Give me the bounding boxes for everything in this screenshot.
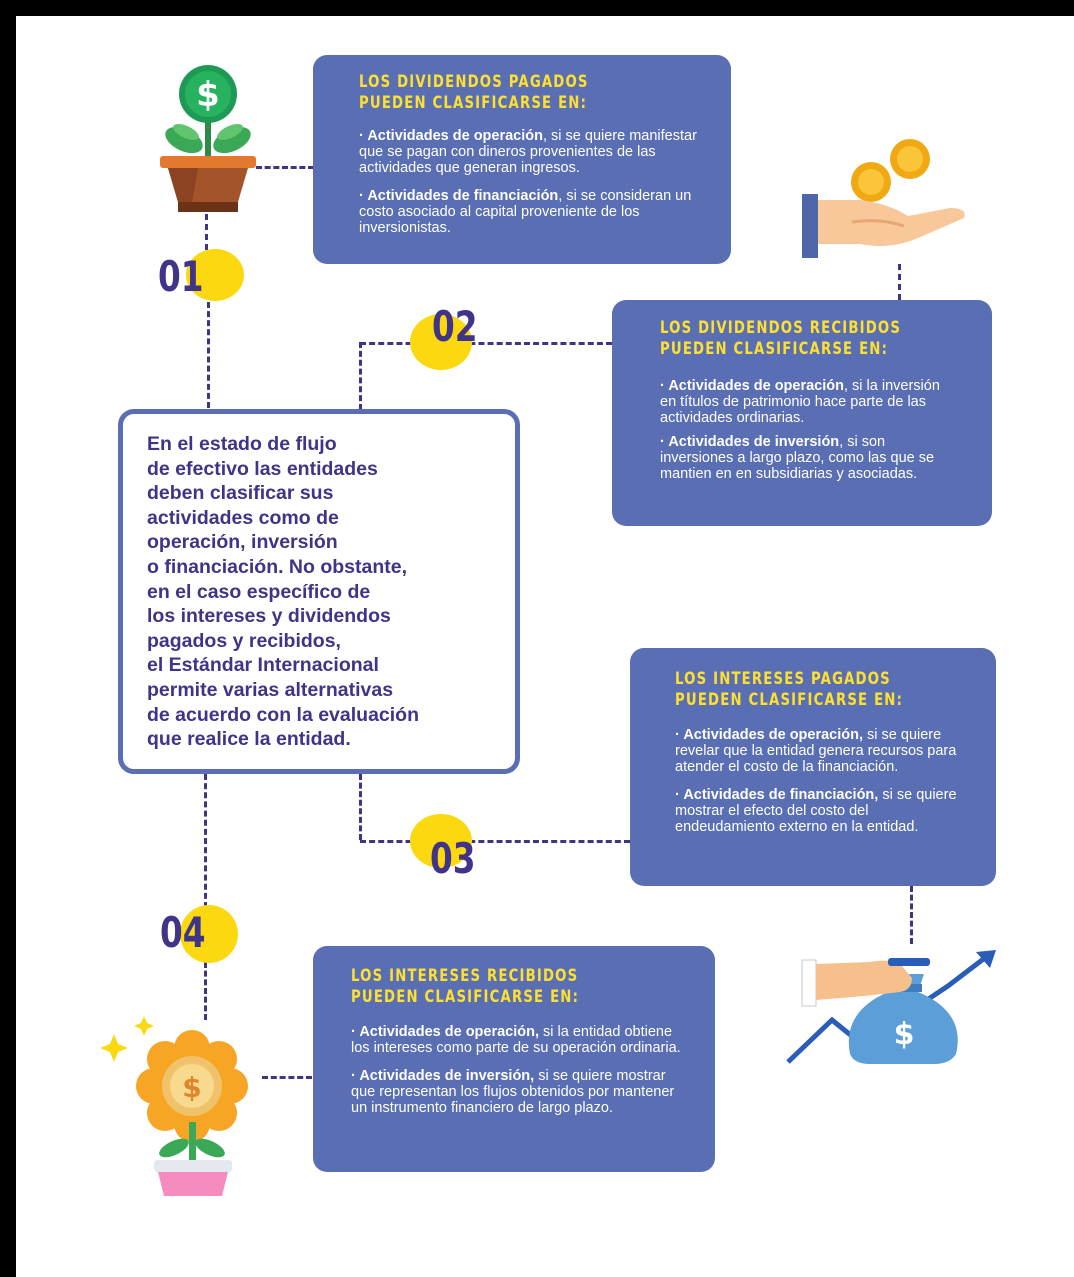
card-item: · Actividades de financiación, si se con…	[359, 188, 692, 236]
connector-02-card2	[360, 342, 612, 345]
card-item: · Actividades de inversión, si son inver…	[660, 434, 935, 482]
card-item: · Actividades de inversión, si se quiere…	[351, 1068, 675, 1116]
connector-03-card3	[360, 840, 630, 843]
dollar-sign: $	[196, 75, 220, 115]
card-item: · Actividades de operación, si se quiere…	[675, 727, 957, 775]
connector-02-center	[359, 342, 362, 410]
dollar-sign: $	[182, 1071, 201, 1104]
step-04-number: 04	[160, 908, 206, 957]
connector-plant-card1	[256, 166, 314, 169]
connector-plant-down	[205, 214, 208, 250]
hand-coins-icon	[802, 139, 965, 258]
central-explanation-text: En el estado de flujo de efectivo las en…	[147, 433, 420, 751]
card-item: · Actividades de operación, si la invers…	[660, 378, 940, 426]
money-flower-icon: $	[100, 1016, 248, 1196]
money-plant-icon: $	[160, 65, 256, 212]
card-item: · Actividades de operación, si se quiere…	[359, 128, 697, 176]
connector-flower-card4	[262, 1076, 312, 1079]
step-01-circle	[186, 249, 244, 301]
central-explanation-box: En el estado de flujo de efectivo las en…	[118, 409, 520, 774]
card-item: · Actividades de financiación, si se qui…	[675, 787, 957, 835]
connector-04-flower	[204, 962, 207, 1020]
step-02-number: 02	[432, 302, 478, 351]
connector-center-04	[204, 774, 207, 908]
connector-center-03	[359, 774, 362, 840]
step-03-number: 03	[430, 834, 476, 883]
step-03-circle	[410, 814, 472, 868]
step-02-circle	[410, 314, 472, 370]
connector-hand-card2	[898, 264, 901, 300]
money-bag-growth-icon: $	[786, 950, 996, 1064]
card-item: · Actividades de operación, si la entida…	[351, 1024, 681, 1056]
step-01-number: 01	[158, 252, 204, 301]
connector-01-center	[207, 302, 210, 408]
dollar-sign: $	[894, 1017, 915, 1052]
connector-card3-bag	[910, 886, 913, 944]
step-04-circle	[180, 905, 238, 963]
